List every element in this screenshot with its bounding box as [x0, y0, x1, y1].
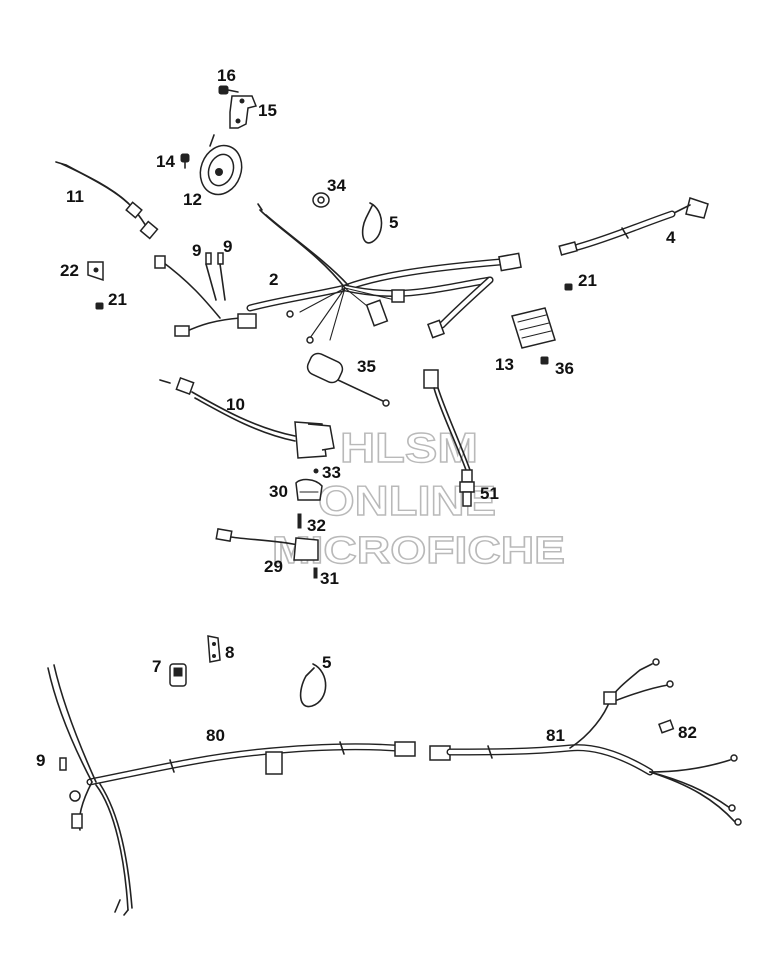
callout-35: 35 — [357, 357, 376, 376]
callout-11: 11 — [66, 187, 84, 206]
callout-21-right: 21 — [578, 271, 597, 290]
screw-36 — [540, 356, 549, 365]
callout-82: 82 — [678, 723, 697, 742]
callout-34: 34 — [327, 176, 346, 195]
callout-labels: 16 15 14 12 11 34 5 4 9 9 22 2 21 21 13 … — [36, 66, 697, 770]
cable-4 — [558, 197, 709, 256]
callout-10: 10 — [226, 395, 245, 414]
nut-21-left — [95, 302, 104, 310]
harness-81 — [429, 658, 742, 826]
watermark-line3: MICROFICHE — [272, 530, 565, 572]
callout-16: 16 — [217, 66, 236, 85]
regulator-13 — [511, 307, 556, 349]
callout-36: 36 — [555, 359, 574, 378]
nut-21-right — [564, 283, 573, 291]
coil-35 — [306, 352, 390, 407]
callout-80: 80 — [206, 726, 225, 745]
callout-32: 32 — [307, 516, 326, 535]
bracket-8 — [207, 635, 221, 663]
callout-2: 2 — [269, 270, 278, 289]
horn-12 — [199, 134, 243, 196]
pin-32 — [297, 513, 302, 529]
bolt-16 — [218, 85, 239, 95]
harness-80 — [47, 664, 416, 916]
callout-29: 29 — [264, 557, 283, 576]
cover-30 — [295, 478, 323, 501]
callout-8: 8 — [225, 643, 234, 662]
switch-7 — [169, 663, 187, 687]
callout-51: 51 — [480, 484, 499, 503]
callout-9-upper-a: 9 — [192, 241, 201, 260]
callout-14: 14 — [156, 152, 175, 171]
callout-9-lower: 9 — [36, 751, 45, 770]
callout-4: 4 — [666, 228, 676, 247]
callout-9-upper-b: 9 — [223, 237, 232, 256]
cable-tie-5-lower — [299, 663, 327, 708]
callout-12: 12 — [183, 190, 202, 209]
callout-33: 33 — [322, 463, 341, 482]
cable-tie-5-upper — [361, 202, 383, 244]
callout-7: 7 — [152, 657, 161, 676]
callout-5-lower: 5 — [322, 653, 331, 672]
callout-21-left: 21 — [108, 290, 127, 309]
screw-14 — [180, 153, 190, 169]
switch-cable-29 — [215, 527, 319, 561]
callout-5-upper: 5 — [389, 213, 398, 232]
main-harness-2 — [154, 203, 522, 344]
bracket-22 — [87, 261, 104, 282]
switch-cable-10 — [159, 377, 335, 459]
sensor-51 — [423, 369, 475, 507]
callout-30: 30 — [269, 482, 288, 501]
callout-15: 15 — [258, 101, 277, 120]
bracket-15 — [229, 95, 258, 129]
screw-33 — [313, 468, 319, 474]
grommet-34 — [312, 192, 330, 208]
fuse-82 — [658, 719, 675, 734]
sensor-cable-11 — [55, 161, 159, 240]
callout-81: 81 — [546, 726, 565, 745]
terminals-9-upper — [205, 252, 224, 265]
callout-22: 22 — [60, 261, 79, 280]
screw-31 — [313, 567, 318, 579]
callout-31: 31 — [320, 569, 339, 588]
callout-13: 13 — [495, 355, 514, 374]
